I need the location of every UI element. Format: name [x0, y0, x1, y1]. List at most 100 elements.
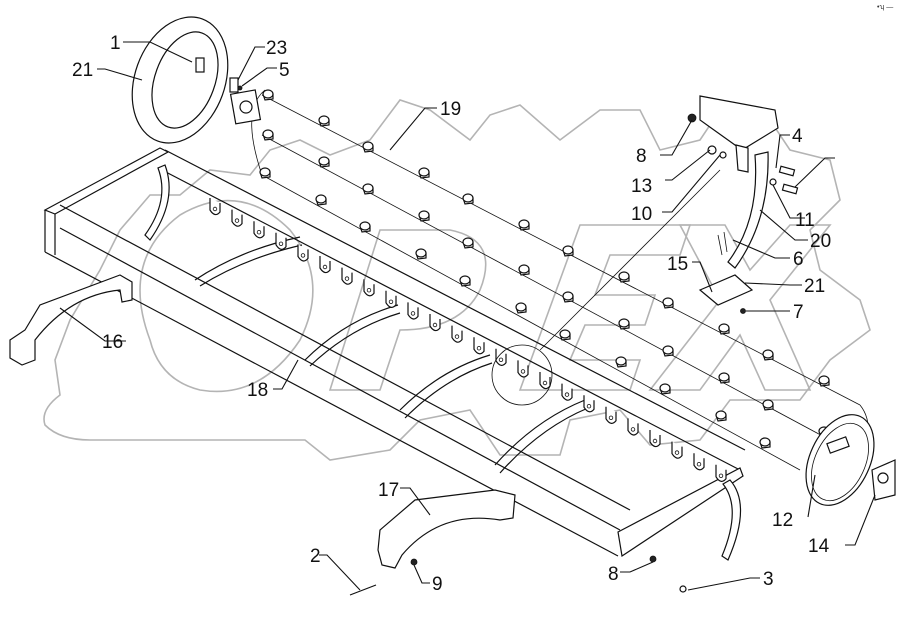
- callout-19: 19: [440, 99, 461, 120]
- frame: [43, 147, 746, 558]
- callout-3: 3: [763, 569, 774, 590]
- leader-lines: [59, 41, 876, 591]
- frame-lug-hole: [564, 392, 570, 397]
- roller-tine: [662, 345, 674, 357]
- callout-15: 15: [667, 254, 688, 275]
- roller-tine: [718, 323, 730, 335]
- corner-mark: •ʮ —: [877, 4, 893, 11]
- watermark: [43, 99, 871, 461]
- frame-lug-hole: [608, 415, 614, 420]
- frame-lug: [715, 464, 727, 482]
- watermark-letter-o: [139, 199, 314, 393]
- frame-lug: [407, 302, 419, 320]
- frame-lug-hole: [674, 450, 680, 455]
- frame-lug-hole: [476, 346, 482, 351]
- roller-tine: [318, 115, 330, 127]
- callout-17: 17: [378, 480, 399, 501]
- roller-tine: [262, 129, 274, 141]
- roller-tine: [362, 183, 374, 195]
- callout-21: 21: [804, 276, 825, 297]
- roller-tine: [315, 194, 327, 206]
- watermark-gear: [43, 99, 871, 461]
- frame-lug: [473, 337, 485, 355]
- roller-tine: [715, 410, 727, 422]
- callout-18: 18: [247, 380, 268, 401]
- roller-tine: [418, 210, 430, 222]
- roller-tine: [718, 372, 730, 384]
- side-bracket-17: [377, 489, 516, 569]
- frame-lug-hole: [300, 253, 306, 258]
- roller-tine: [518, 264, 530, 276]
- shank-right: [721, 479, 742, 561]
- frame-lug-hole: [388, 299, 394, 304]
- nut-8-bottom: [649, 555, 657, 563]
- frame-lug: [517, 360, 529, 378]
- roller-tine: [459, 275, 471, 287]
- frame-lug-hole: [696, 462, 702, 467]
- callout-2: 2: [310, 546, 321, 567]
- callout-1: 1: [110, 33, 121, 54]
- roller-tine: [615, 356, 627, 368]
- callout-12: 12: [772, 510, 793, 531]
- roller-tine: [518, 219, 530, 231]
- frame-lug: [671, 441, 683, 459]
- callout-6: 6: [793, 249, 804, 270]
- frame-lug: [253, 221, 265, 239]
- frame-lug: [209, 198, 221, 216]
- callout-20: 20: [810, 231, 831, 252]
- roller-tine: [415, 248, 427, 260]
- roller-tine: [762, 349, 774, 361]
- frame-lug-hole: [630, 427, 636, 432]
- side-bracket-16: [9, 274, 133, 366]
- frame-lug: [605, 406, 617, 424]
- roller-tine: [259, 167, 271, 179]
- detail-leader: [539, 169, 721, 351]
- callout-23: 23: [266, 38, 287, 59]
- frame-lug: [231, 209, 243, 227]
- roller-tine: [762, 399, 774, 411]
- frame-lug-hole: [498, 357, 504, 362]
- callout-9: 9: [432, 574, 443, 595]
- frame-lug: [627, 418, 639, 436]
- callout-labels: 1 21 23 5 19 8 13 10 4 11 20 6 15 21 7 1…: [72, 33, 831, 595]
- clamp-23: [229, 77, 239, 93]
- callout-8-top: 8: [636, 146, 647, 167]
- roller-tine: [462, 237, 474, 249]
- frame-lug: [583, 395, 595, 413]
- callout-22: 21: [72, 60, 93, 81]
- roller-tine: [462, 193, 474, 205]
- frame-lug: [429, 314, 441, 332]
- clamp-1: [195, 57, 205, 73]
- frame-lug-hole: [586, 404, 592, 409]
- frame-lug-hole: [234, 218, 240, 223]
- bolt-3: [679, 585, 687, 593]
- callout-8-bottom: 8: [608, 564, 619, 585]
- roller-tine: [562, 291, 574, 303]
- frame-lug-hole: [432, 322, 438, 328]
- detail-circle: [491, 344, 553, 406]
- frame-lug: [539, 372, 551, 390]
- watermark-letter-x: [648, 224, 832, 391]
- frame-lugs: [209, 198, 727, 482]
- nut-5: [237, 85, 243, 91]
- frame-lug: [341, 267, 353, 285]
- frame-lug-hole: [366, 288, 372, 293]
- callout-16: 16: [102, 332, 123, 353]
- roller-tine: [359, 221, 371, 233]
- roller-tine: [418, 167, 430, 179]
- callout-5: 5: [279, 60, 290, 81]
- frame-lug: [693, 453, 705, 471]
- frame-lug-hole: [344, 276, 350, 281]
- watermark-letter-p: [328, 229, 487, 391]
- frame-lug-hole: [542, 380, 548, 386]
- roller-tine: [662, 297, 674, 309]
- frame-lug: [319, 256, 331, 274]
- roller-tine: [618, 271, 630, 283]
- frame-lug: [363, 279, 375, 297]
- frame-lug-hole: [212, 206, 218, 212]
- roller-tine: [362, 141, 374, 153]
- roller-tine: [562, 245, 574, 257]
- frame-lug: [297, 244, 309, 262]
- bearing-flange-left: [229, 89, 262, 125]
